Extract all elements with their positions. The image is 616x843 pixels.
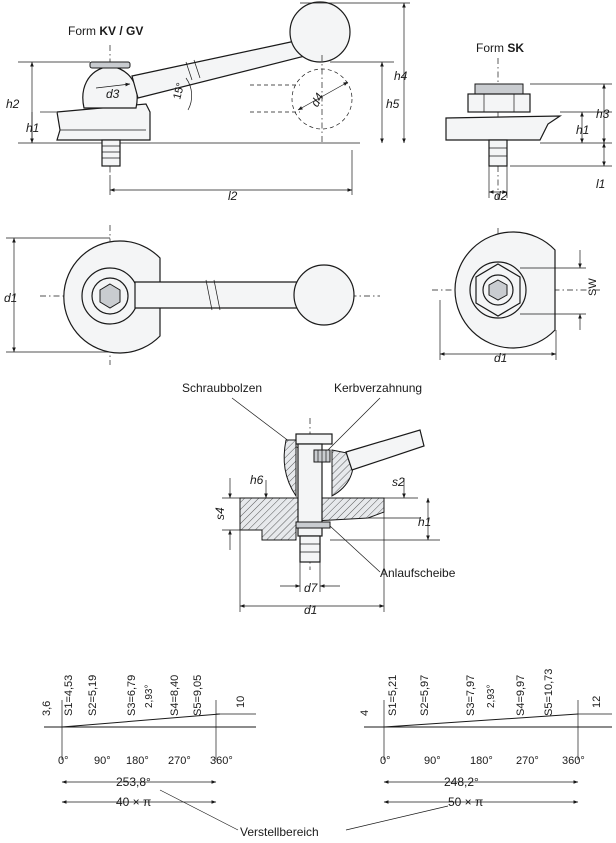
hex-socket	[99, 283, 121, 309]
left-tick-8: 10	[235, 696, 247, 708]
left-tick-1: 3,6	[41, 701, 53, 716]
sk-dim-d2: d2	[494, 189, 508, 203]
right-deg-180: 180°	[470, 755, 493, 767]
left-tick-6: S4=8,40	[169, 675, 181, 716]
ball-knob	[289, 1, 351, 63]
dim-h2: h2	[6, 97, 20, 111]
form-sk-title: Form SK	[476, 41, 524, 55]
label-schraubbolzen: Schraubbolzen	[182, 381, 262, 395]
sk-top-view: SW d1	[432, 228, 600, 365]
left-span: 253,8°	[116, 775, 151, 789]
right-deg-360: 360°	[562, 755, 585, 767]
right-tick-8: 12	[591, 696, 603, 708]
right-tick-2: S1=5,21	[387, 675, 399, 716]
left-tick-5: 2,93°	[144, 685, 155, 708]
washer	[295, 521, 331, 529]
dim-l2: l2	[228, 189, 238, 203]
sk-dim-h3: h3	[596, 107, 610, 121]
dim-h5: h5	[386, 97, 400, 111]
threaded-bolt	[101, 139, 121, 167]
top-lever-arm	[134, 281, 301, 309]
section-dim-s4: s4	[213, 507, 227, 520]
sk-clamp-base	[445, 115, 563, 141]
sk-threaded-bolt	[488, 139, 508, 167]
sk-dim-h1: h1	[576, 123, 589, 137]
right-perimeter: 50 × π	[448, 795, 483, 809]
left-deg-180: 180°	[126, 755, 149, 767]
section-dim-d1: d1	[304, 603, 317, 617]
label-anlaufscheibe: Anlaufscheibe	[380, 566, 456, 580]
footer-verstellbereich: Verstellbereich	[240, 825, 319, 839]
dim-h1: h1	[26, 121, 39, 135]
dim-angle: 15°	[171, 82, 187, 101]
left-deg-90: 90°	[94, 755, 111, 767]
dim-d3: d3	[106, 87, 120, 101]
label-kerbverzahnung: Kerbverzahnung	[334, 381, 422, 395]
top-ball-knob	[293, 264, 355, 326]
left-tick-2: S1=4,53	[63, 675, 75, 716]
right-deg-90: 90°	[424, 755, 441, 767]
lever-arm	[131, 39, 306, 99]
right-tick-7: S5=10,73	[543, 669, 555, 716]
sk-dim-sw: SW	[587, 278, 599, 296]
right-span: 248,2°	[444, 775, 479, 789]
kv-side-view: Form KV / GV h2 h1 d3 15° d	[6, 1, 410, 203]
section-dim-s2: s2	[392, 475, 405, 489]
left-deg-270: 270°	[168, 755, 191, 767]
right-tick-1: 4	[359, 710, 371, 716]
sk-dim-l1: l1	[596, 177, 605, 191]
section-view: Schraubbolzen Kerbverzahnung s4 h6	[182, 381, 456, 617]
right-tick-3: S2=5,97	[419, 675, 431, 716]
sk-top-dim-d1: d1	[494, 351, 507, 365]
section-dim-h6: h6	[250, 473, 264, 487]
left-deg-0: 0°	[58, 755, 69, 767]
right-tick-4: S3=7,97	[465, 675, 477, 716]
adjust-range-right: 4 S1=5,21 S2=5,97 S3=7,97 2,93° S4=9,97 …	[359, 669, 612, 809]
clamp-base	[56, 103, 151, 141]
left-tick-7: S5=9,05	[192, 675, 204, 716]
top-dim-d1: d1	[4, 291, 17, 305]
left-tick-3: S2=5,19	[87, 675, 99, 716]
left-perimeter: 40 × π	[116, 795, 151, 809]
right-deg-270: 270°	[516, 755, 539, 767]
adjust-range-left: 3,6 S1=4,53 S2=5,19 S3=6,79 2,93° S4=8,4…	[41, 675, 256, 809]
sk-side-view: Form SK h1 h3 l1 d2	[445, 41, 612, 203]
right-tick-5: 2,93°	[486, 685, 497, 708]
section-dim-h1: h1	[418, 515, 431, 529]
left-tick-4: S3=6,79	[126, 675, 138, 716]
dim-h4: h4	[394, 69, 408, 83]
dim-d4: d4	[308, 90, 327, 109]
form-kv-title: Form KV / GV	[68, 24, 143, 38]
left-deg-360: 360°	[210, 755, 233, 767]
section-dim-d7: d7	[304, 581, 319, 595]
right-deg-0: 0°	[380, 755, 391, 767]
right-tick-6: S4=9,97	[515, 675, 527, 716]
kv-top-view: d1	[4, 225, 380, 365]
